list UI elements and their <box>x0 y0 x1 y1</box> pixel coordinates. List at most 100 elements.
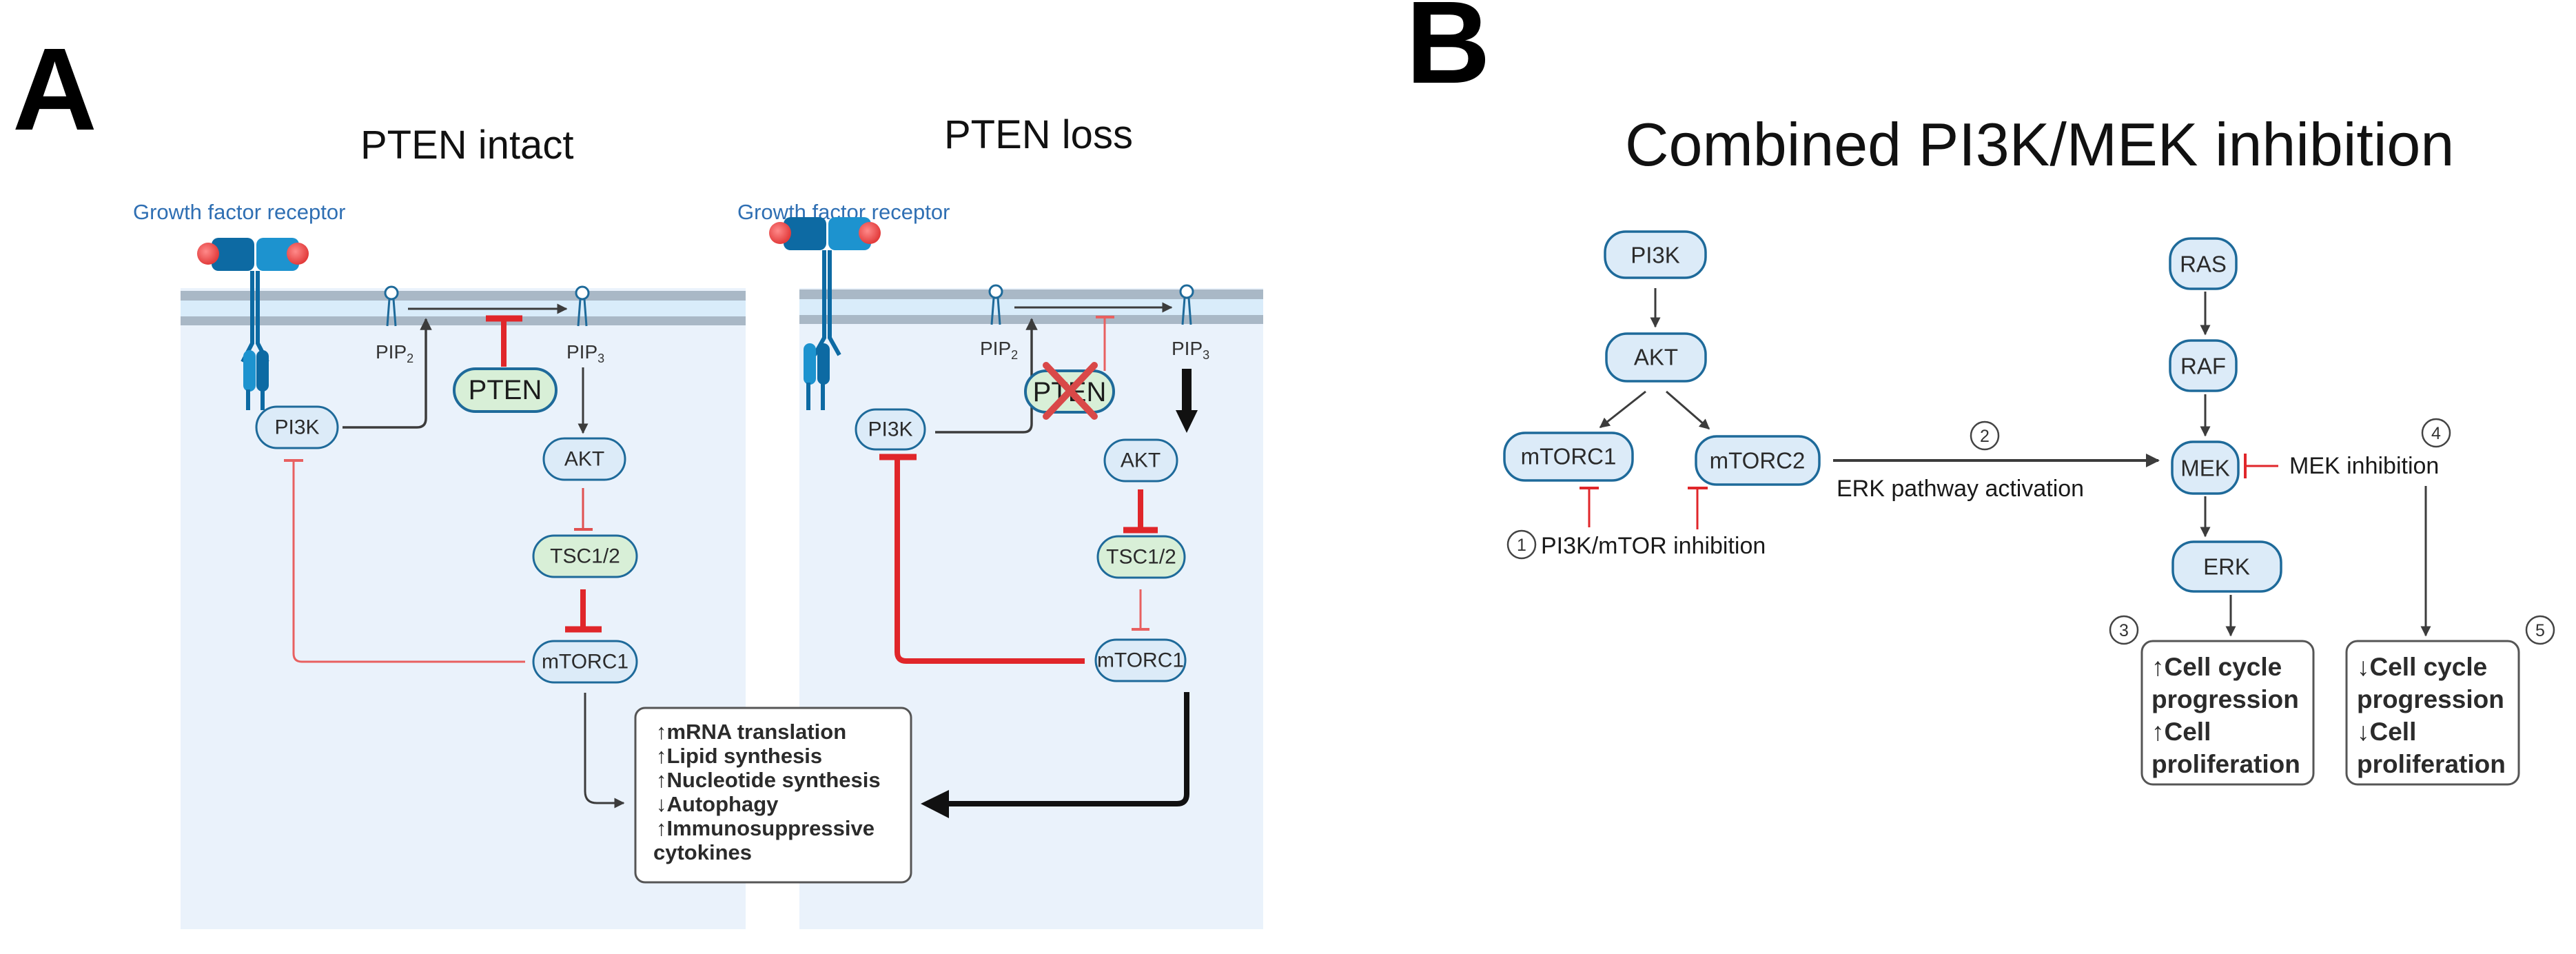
mtorc1-to-outcomes-strong-arrow <box>921 692 1189 818</box>
svg-text:mTORC1: mTORC1 <box>1097 649 1184 672</box>
b-node-ras: RAS <box>2169 237 2238 290</box>
pi3k-mtor-inhibitor-mark-mtorc1 <box>1580 487 1599 527</box>
pten-intact-title: PTEN intact <box>360 123 573 168</box>
b-node-pi3k: PI3K <box>1604 230 1707 279</box>
svg-text:PTEN: PTEN <box>469 375 542 405</box>
svg-text:mTORC1: mTORC1 <box>542 651 628 673</box>
pten-inhibition-mark <box>486 315 522 367</box>
growth-factor-receptor-icon <box>197 238 309 410</box>
pten-inhibition-mark-weak <box>1096 316 1114 371</box>
panel-b-title: Combined PI3K/MEK inhibition <box>1625 110 2454 179</box>
akt-inhibits-tsc-mark <box>574 488 593 531</box>
b-node-erk: ERK <box>2171 540 2282 593</box>
outcome-box-increase: ↑Cell cycle progression ↑Cell proliferat… <box>2140 640 2315 786</box>
svg-text:PI3K/mTOR inhibition: PI3K/mTOR inhibition <box>1541 533 1766 559</box>
pip2-lipid-icon-loss <box>988 284 1003 325</box>
svg-text:progression: progression <box>2357 685 2504 713</box>
akt-to-mtorc1-arrow <box>1599 390 1646 429</box>
svg-text:proliferation: proliferation <box>2357 750 2506 778</box>
node-tsc1-2-loss: TSC1/2 <box>1096 535 1186 579</box>
node-akt-loss: AKT <box>1103 438 1178 483</box>
step-2-label: 2 ERK pathway activation <box>1837 420 2084 502</box>
svg-text:progression: progression <box>2151 685 2299 713</box>
membrane-outer-band <box>181 291 746 301</box>
svg-text:AKT: AKT <box>1121 449 1161 472</box>
panel-a: A PTEN intact Growth factor receptor <box>12 24 1263 929</box>
pi3k-mtor-inhibitor-mark-mtorc2 <box>1688 487 1708 529</box>
svg-text:TSC1/2: TSC1/2 <box>550 545 620 568</box>
svg-text:ERK pathway activation: ERK pathway activation <box>1837 476 2084 502</box>
node-pi3k-loss: PI3K <box>855 408 926 451</box>
panel-letter-a: A <box>12 24 97 155</box>
svg-text:AKT: AKT <box>564 448 604 471</box>
svg-text:RAF: RAF <box>2180 354 2226 379</box>
svg-text:TSC1/2: TSC1/2 <box>1106 546 1176 569</box>
svg-text:↑Cell cycle: ↑Cell cycle <box>2151 653 2282 681</box>
svg-text:proliferation: proliferation <box>2151 750 2300 778</box>
b-node-mtorc2: mTORC2 <box>1695 435 1821 486</box>
pi3k-activation-arrow <box>343 318 432 429</box>
outcome-line: ↓Autophagy <box>656 792 779 816</box>
growth-factor-receptor-icon-loss <box>769 217 881 410</box>
pip3-to-akt-strong-arrow <box>1176 369 1198 433</box>
svg-text:1: 1 <box>1517 536 1526 555</box>
panel-b: B Combined PI3K/MEK inhibition PI3K <box>1406 0 2555 786</box>
svg-text:2: 2 <box>1980 427 1990 446</box>
tsc-inhibits-mtorc1-mark-weak <box>1132 589 1149 631</box>
membrane-outer-band-loss <box>799 290 1263 299</box>
mtorc1-to-outcomes-arrow <box>584 693 625 809</box>
tsc-inhibits-mtorc1-mark <box>565 589 602 633</box>
outcome-line: ↑Immunosuppressive <box>656 816 875 840</box>
svg-text:MEK: MEK <box>2180 456 2230 481</box>
outcome-line: ↑mRNA translation <box>656 720 846 744</box>
svg-text:↓Cell cycle: ↓Cell cycle <box>2357 653 2487 681</box>
outcome-line: cytokines <box>653 840 752 864</box>
mtorc1-feedback-inhibition-strong <box>879 454 1085 664</box>
pip3-lipid-icon <box>575 285 590 327</box>
outcome-box-decrease: ↓Cell cycle progression ↓Cell proliferat… <box>2345 640 2520 786</box>
node-mtorc1: mTORC1 <box>532 640 638 684</box>
node-pten-lost: PTEN <box>1024 362 1115 420</box>
svg-text:3: 3 <box>2119 621 2129 640</box>
svg-text:↑Cell: ↑Cell <box>2151 718 2211 746</box>
panel-letter-b: B <box>1406 0 1491 108</box>
pip3-lipid-icon-loss <box>1179 284 1194 325</box>
mtorc1-feedback-inhibition <box>284 459 525 663</box>
svg-text:↓Cell: ↓Cell <box>2357 718 2416 746</box>
svg-text:RAS: RAS <box>2180 252 2227 277</box>
svg-text:mTORC1: mTORC1 <box>1521 444 1617 469</box>
mtorc1-outcomes-box: ↑mRNA translation ↑Lipid synthesis ↑Nucl… <box>634 707 912 884</box>
svg-text:PI3K: PI3K <box>1631 243 1680 268</box>
svg-text:mTORC2: mTORC2 <box>1710 448 1806 474</box>
b-node-akt: AKT <box>1605 332 1707 383</box>
step-5-label: 5 <box>2525 615 2555 645</box>
akt-to-mtorc2-arrow <box>1666 390 1710 430</box>
mek-inhibitor-mark <box>2244 454 2278 478</box>
b-node-raf: RAF <box>2169 339 2238 392</box>
outcome-line: ↑Nucleotide synthesis <box>656 768 881 792</box>
step-3-label: 3 <box>2109 615 2139 645</box>
node-akt: AKT <box>542 437 626 481</box>
akt-inhibits-tsc-mark-strong <box>1123 489 1158 534</box>
membrane-inner-band <box>181 316 746 325</box>
pip3-label: PIP3 <box>566 341 604 365</box>
pip2-lipid-icon <box>384 285 399 327</box>
svg-text:PI3K: PI3K <box>868 418 912 441</box>
node-pten: PTEN <box>453 367 558 413</box>
svg-text:PI3K: PI3K <box>274 416 319 439</box>
step-1-label: 1 PI3K/mTOR inhibition <box>1506 529 1766 560</box>
svg-text:ERK: ERK <box>2203 554 2250 580</box>
pip2-label: PIP2 <box>376 341 413 365</box>
deletion-x-icon <box>1043 362 1098 420</box>
svg-text:AKT: AKT <box>1634 345 1678 370</box>
svg-text:4: 4 <box>2431 424 2441 443</box>
node-mtorc1-loss: mTORC1 <box>1094 638 1187 682</box>
pip2-label-loss: PIP2 <box>980 338 1018 362</box>
node-pi3k: PI3K <box>255 405 339 449</box>
svg-text:5: 5 <box>2535 621 2545 640</box>
node-tsc1-2: TSC1/2 <box>532 534 638 578</box>
b-node-mtorc1: mTORC1 <box>1503 432 1634 482</box>
step-4-label: 4 MEK inhibition <box>2289 418 2451 479</box>
growth-factor-receptor-label: Growth factor receptor <box>133 200 345 224</box>
